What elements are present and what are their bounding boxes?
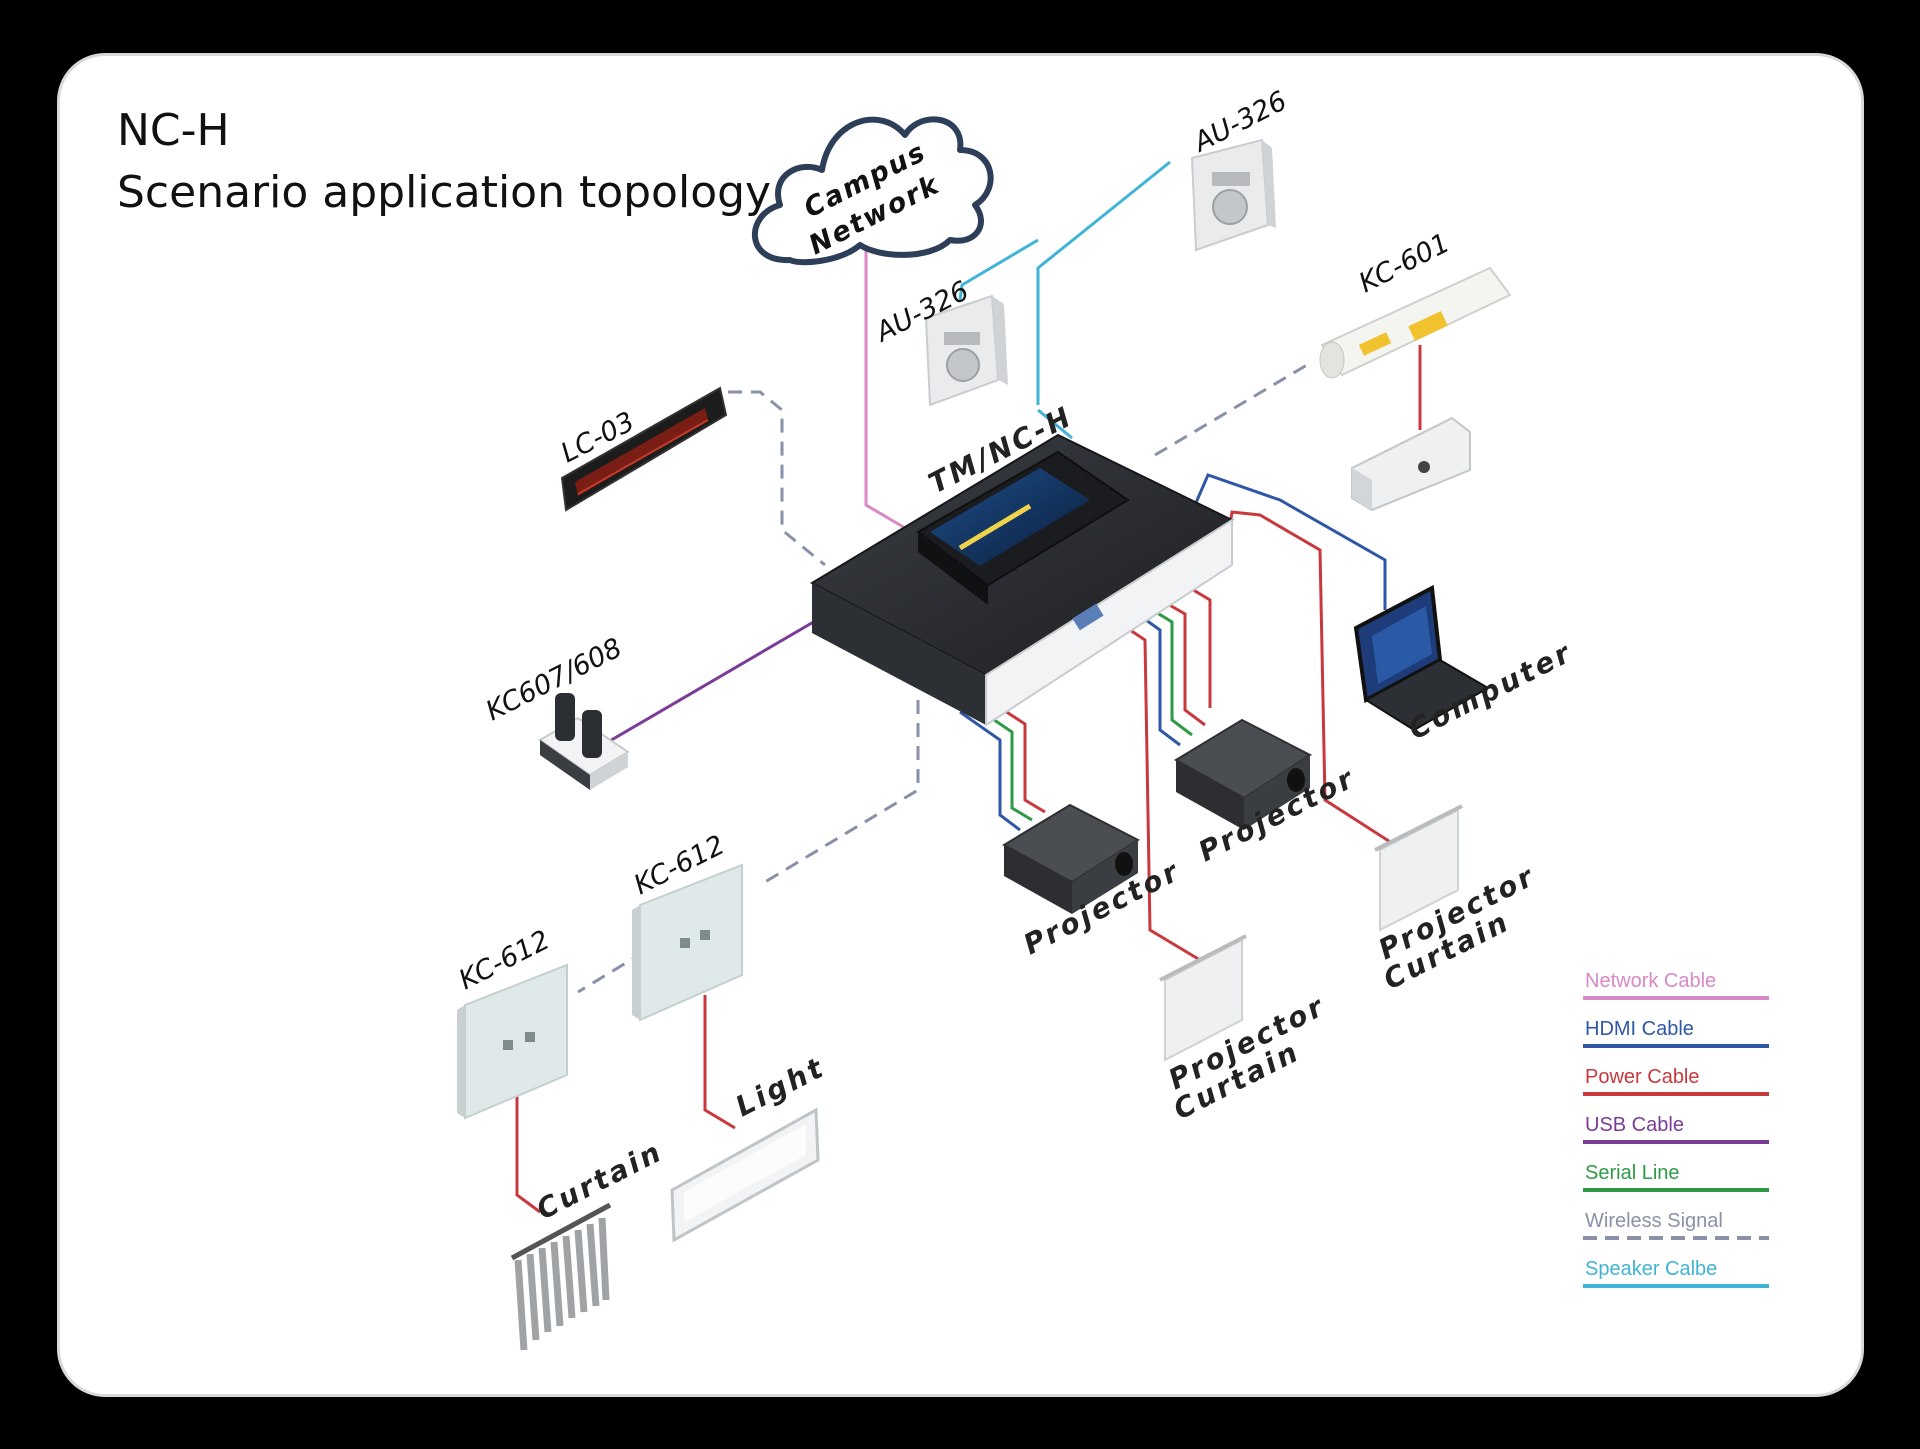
diagram-card bbox=[57, 53, 1864, 1397]
projector-curtain-mid bbox=[1159, 934, 1247, 1062]
page-title: NC-H Scenario application topology bbox=[117, 100, 771, 224]
kc612-right-device bbox=[632, 863, 743, 1022]
legend-label: Serial Line bbox=[1585, 1162, 1680, 1184]
label-kc607: KC607/608 bbox=[481, 632, 627, 727]
legend-power: Power Cable bbox=[1583, 1066, 1769, 1114]
power-curtain bbox=[515, 1090, 541, 1214]
curtain-device bbox=[510, 1202, 612, 1351]
wireless-kc601 bbox=[1154, 360, 1313, 457]
title-line-2: Scenario application topology bbox=[117, 167, 772, 218]
ac-unit bbox=[1351, 416, 1471, 512]
legend-hdmi: HDMI Cable bbox=[1583, 1018, 1769, 1066]
power-light bbox=[703, 995, 736, 1130]
legend-serial: Serial Line bbox=[1583, 1162, 1769, 1210]
legend-speaker: Speaker Calbe bbox=[1583, 1258, 1769, 1306]
light-device bbox=[670, 1107, 820, 1243]
legend-swatch bbox=[1583, 1044, 1769, 1048]
legend-swatch bbox=[1583, 1188, 1769, 1192]
label-kc601: KC-601 bbox=[1354, 228, 1455, 300]
usb-cable bbox=[607, 615, 823, 744]
computer-device bbox=[1353, 584, 1491, 732]
legend: Network Cable HDMI Cable Power Cable USB… bbox=[1583, 970, 1769, 1306]
legend-label: Speaker Calbe bbox=[1585, 1258, 1718, 1280]
legend-swatch bbox=[1583, 1284, 1769, 1288]
speaker-cable-2 bbox=[1037, 408, 1073, 440]
kc607-device bbox=[538, 693, 630, 790]
speaker-cable-1 bbox=[1036, 160, 1171, 405]
wireless-kc612 bbox=[759, 700, 920, 887]
legend-wireless: Wireless Signal bbox=[1583, 1210, 1769, 1258]
legend-swatch bbox=[1583, 1236, 1769, 1240]
legend-label: HDMI Cable bbox=[1585, 1018, 1694, 1040]
speaker-right bbox=[1190, 138, 1276, 252]
kc612-left-device bbox=[457, 963, 568, 1120]
title-line-1: NC-H bbox=[117, 105, 230, 156]
power-curtain-right bbox=[1228, 510, 1396, 847]
hdmi-projector-left bbox=[959, 710, 1021, 832]
legend-swatch bbox=[1583, 1092, 1769, 1096]
legend-swatch bbox=[1583, 996, 1769, 1000]
speaker-left bbox=[924, 294, 1008, 407]
legend-usb: USB Cable bbox=[1583, 1114, 1769, 1162]
projector-curtain-right bbox=[1374, 804, 1463, 932]
lc03-display bbox=[560, 386, 728, 512]
legend-network: Network Cable bbox=[1583, 970, 1769, 1018]
wireless-lc03 bbox=[728, 390, 826, 567]
legend-swatch bbox=[1583, 1140, 1769, 1144]
campus-network-cloud: Campus Network bbox=[752, 116, 994, 266]
legend-label: Wireless Signal bbox=[1585, 1210, 1723, 1232]
network-cable bbox=[864, 238, 906, 530]
hub-device bbox=[809, 433, 1235, 727]
kc601-device bbox=[1319, 266, 1512, 379]
legend-label: USB Cable bbox=[1585, 1114, 1684, 1136]
hdmi-computer bbox=[1193, 473, 1387, 610]
projector-left-device bbox=[1001, 803, 1141, 914]
projector-right-device bbox=[1174, 718, 1312, 830]
speaker-cable-3 bbox=[958, 238, 1039, 301]
legend-label: Network Cable bbox=[1585, 970, 1717, 992]
legend-label: Power Cable bbox=[1585, 1066, 1700, 1088]
